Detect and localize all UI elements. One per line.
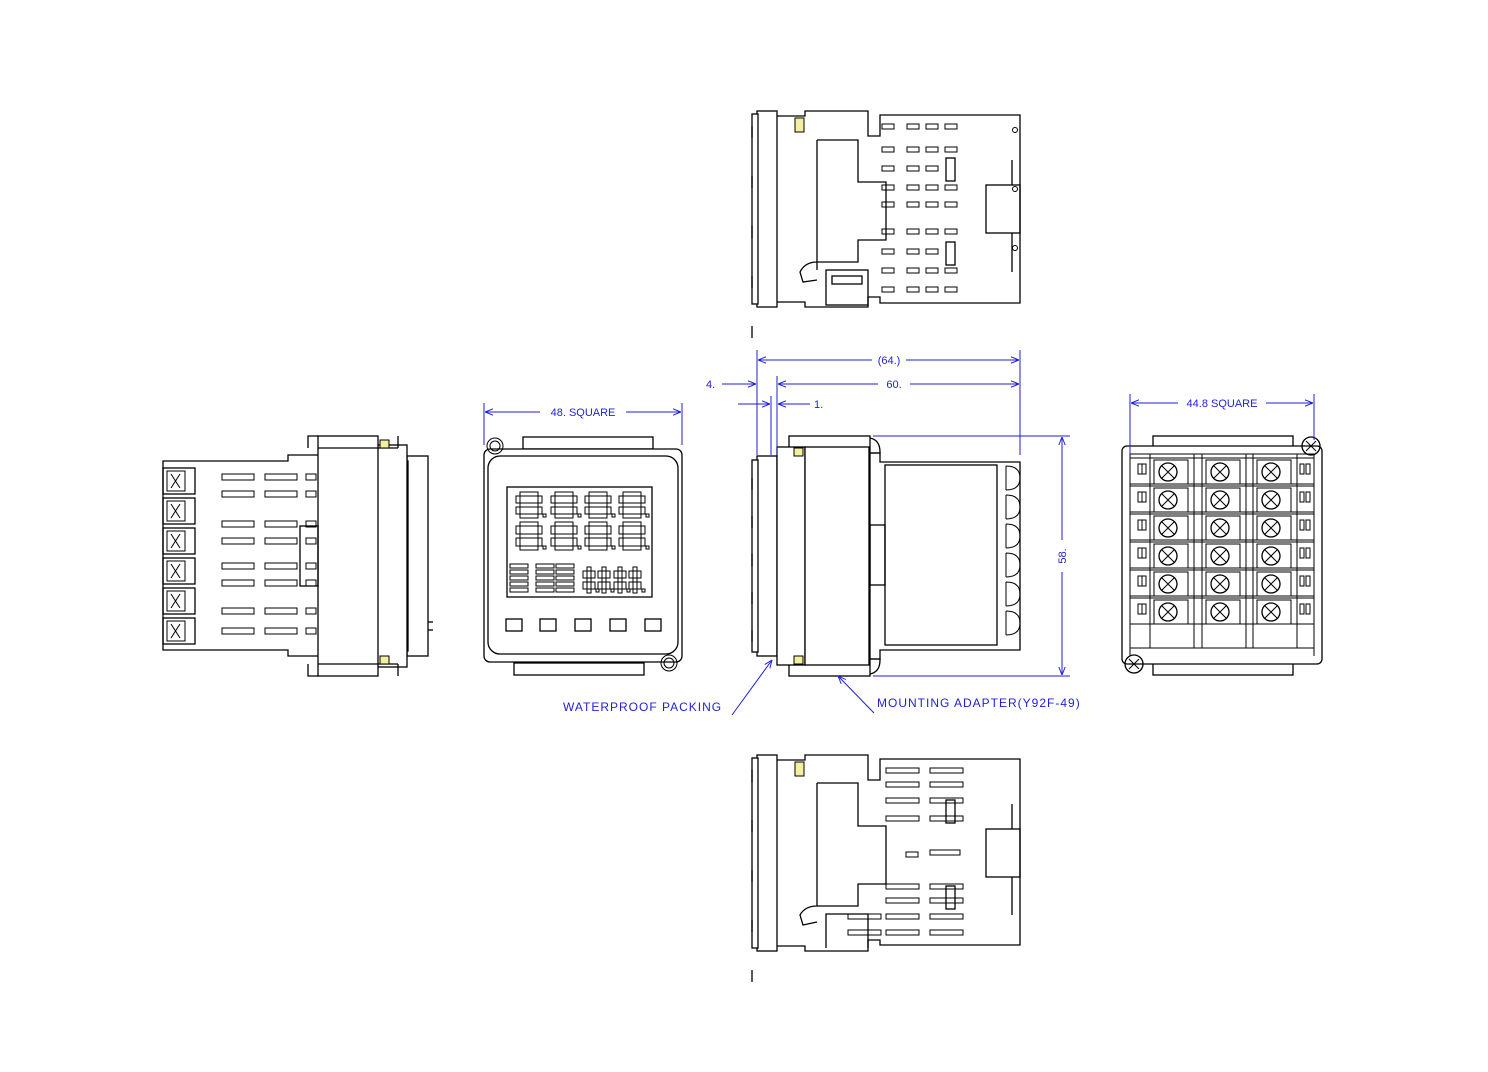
dimensions: (64.) 60. 4. 1. 48. SQUARE 44.8 SQUARE 5… xyxy=(483,350,1315,716)
rear-size-dim: 44.8 SQUARE xyxy=(1187,398,1258,410)
main-side-view xyxy=(751,435,1021,677)
overall-depth-dim: (64.) xyxy=(878,355,901,367)
front-view xyxy=(483,436,683,676)
height-dim: 58. xyxy=(1057,548,1069,563)
bottom-view xyxy=(751,754,1021,982)
bezel-thickness-dim: 1. xyxy=(814,399,823,411)
front-size-dim: 48. SQUARE xyxy=(551,407,616,419)
top-view xyxy=(751,110,1021,338)
waterproof-packing-label: WATERPROOF PACKING xyxy=(563,700,722,714)
mounting-adapter-label: MOUNTING ADAPTER(Y92F-49) xyxy=(877,696,1081,710)
panel-gap-dim: 4. xyxy=(706,379,715,391)
body-depth-dim: 60. xyxy=(886,379,901,391)
rear-view xyxy=(1121,435,1323,676)
left-side-view xyxy=(162,435,433,677)
